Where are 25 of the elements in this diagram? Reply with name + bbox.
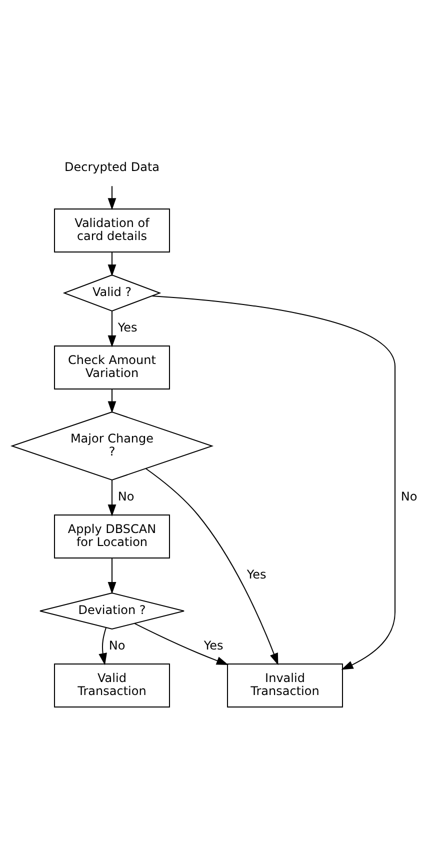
- arrow: [108, 251, 116, 276]
- node-box: Apply DBSCAN for Location: [54, 514, 170, 558]
- arrow: [134, 622, 229, 664]
- node-box: Invalid Transaction: [227, 663, 343, 707]
- arrow: [108, 557, 116, 594]
- edge-label: No: [118, 489, 134, 504]
- node-box: Validation of card details: [54, 208, 170, 252]
- node-text: Decrypted Data: [64, 160, 160, 174]
- arrow: [108, 388, 116, 413]
- arrow: [98, 626, 107, 665]
- arrow: [108, 479, 116, 516]
- edge-label: No: [400, 489, 418, 504]
- node-diamond: Valid ?: [62, 274, 162, 312]
- node-box: Check Amount Variation: [54, 345, 170, 389]
- edge-label: No: [108, 638, 126, 652]
- arrow: [108, 185, 116, 210]
- node-diamond: Deviation ?: [39, 592, 185, 630]
- edge-label: Yes: [118, 320, 138, 334]
- edge-label: Yes: [204, 638, 224, 652]
- edge-label: Yes: [246, 567, 266, 582]
- node-box: Valid Transaction: [54, 663, 170, 707]
- node-diamond: Major Change ?: [10, 410, 214, 480]
- arrow: [145, 468, 278, 665]
- arrow: [152, 294, 396, 670]
- arrow: [108, 310, 116, 347]
